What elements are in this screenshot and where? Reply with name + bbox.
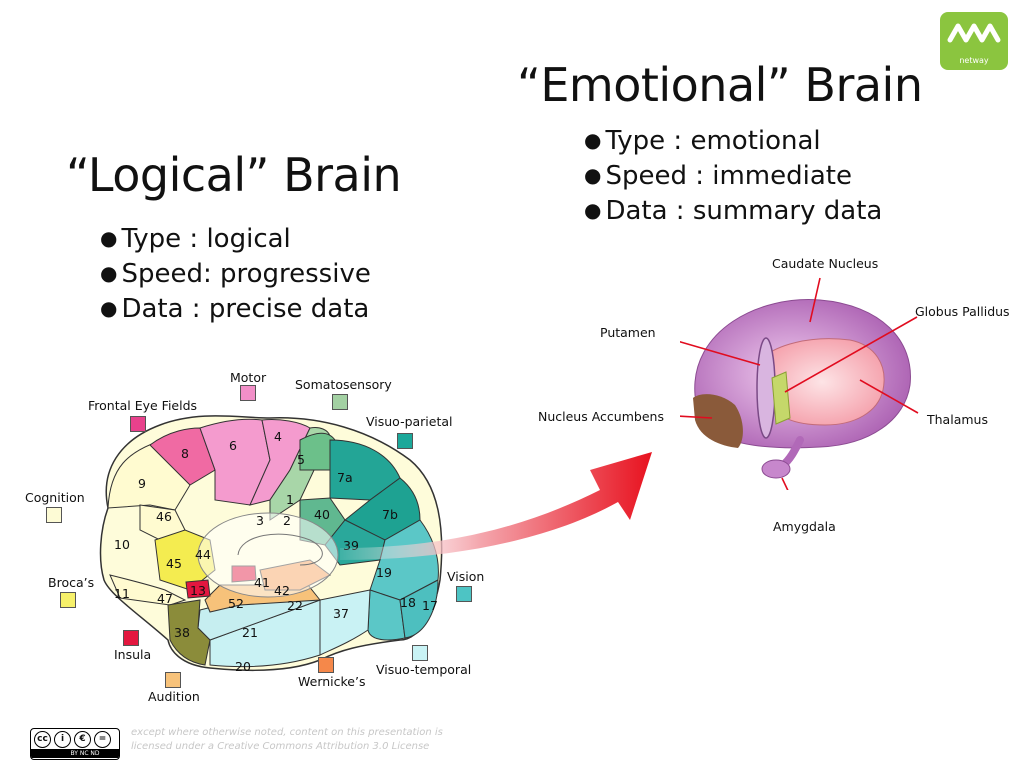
red-curved-arrow: [340, 452, 652, 560]
nucleus-accumbens-label: Nucleus Accumbens: [538, 409, 664, 424]
globus-pallidus: [771, 371, 791, 425]
area-38: 38: [174, 625, 190, 640]
legend-audition-swatch: [165, 672, 181, 688]
netway-logo: netway: [940, 12, 1008, 70]
emotional-bullets: Type : emotional Speed : immediate Data …: [584, 124, 882, 229]
logo-wave-icon: [947, 23, 1001, 43]
legend-somatosensory-swatch: [332, 394, 348, 410]
legend-frontal-eye-fields-swatch: [130, 416, 146, 432]
logical-type: Type : logical: [100, 222, 371, 257]
noncommercial-icon: €: [74, 730, 91, 748]
cc-icon: cc: [34, 730, 51, 748]
legend-cognition-label: Cognition: [25, 490, 85, 505]
logical-bullets: Type : logical Speed: progressive Data :…: [100, 222, 371, 327]
legend-brocas-swatch: [60, 592, 76, 608]
noderivatives-icon: =: [94, 730, 111, 748]
globus-pallidus-label: Globus Pallidus: [915, 304, 1010, 319]
area-6: 6: [229, 438, 237, 453]
legend-motor-swatch: [240, 385, 256, 401]
attribution-icon: i: [54, 730, 71, 748]
emotional-type: Type : emotional: [584, 124, 882, 159]
legend-visuo-temporal-swatch: [412, 645, 428, 661]
legend-vision-label: Vision: [447, 569, 485, 584]
limbic-highlight: [197, 512, 339, 598]
area-11: 11: [114, 586, 130, 601]
legend-brocas-label: Broca’s: [48, 575, 95, 590]
amygdala-label: Amygdala: [773, 519, 836, 534]
putamen-label: Putamen: [600, 325, 656, 340]
area-42: 42: [274, 583, 290, 598]
area-20: 20: [235, 659, 251, 674]
legend-frontal-eye-fields-label: Frontal Eye Fields: [88, 398, 198, 413]
logo-text: netway: [959, 56, 989, 65]
logical-brain-title: “Logical” Brain: [66, 148, 402, 202]
area-44: 44: [195, 547, 211, 562]
legend-insula-label: Insula: [114, 647, 152, 662]
legend-visuo-temporal-label: Visuo-temporal: [376, 662, 472, 677]
emotional-speed: Speed : immediate: [584, 159, 882, 194]
area-46: 46: [156, 509, 172, 524]
thalamus-label: Thalamus: [927, 412, 988, 427]
area-41: 41: [254, 575, 270, 590]
area-4: 4: [274, 429, 282, 444]
area-47: 47: [157, 591, 173, 606]
area-10: 10: [114, 537, 130, 552]
license-text: except where otherwise noted, content on…: [131, 727, 443, 752]
area-40: 40: [314, 507, 330, 522]
nucleus-accumbens: [693, 394, 743, 448]
legend-visuo-parietal-swatch: [397, 433, 413, 449]
area-1: 1: [286, 492, 294, 507]
area-37: 37: [333, 606, 349, 621]
area-52: 52: [228, 596, 244, 611]
logical-data: Data : precise data: [100, 292, 371, 327]
area-9: 9: [138, 476, 146, 491]
legend-somatosensory-label: Somatosensory: [295, 377, 392, 392]
legend-insula-swatch: [123, 630, 139, 646]
caudate-nucleus-label: Caudate Nucleus: [772, 256, 879, 271]
legend-wernickes-swatch: [318, 657, 334, 673]
legend-audition-label: Audition: [148, 689, 200, 704]
area-17: 17: [422, 598, 438, 613]
putamen: [756, 337, 776, 439]
cc-badge-terms: BY NC ND: [31, 749, 119, 758]
area-8: 8: [181, 446, 189, 461]
legend-motor-label: Motor: [230, 370, 267, 385]
cortex-diagram: [99, 415, 443, 672]
area-13: 13: [190, 583, 206, 598]
limbic-diagram: [680, 277, 919, 490]
emotional-brain-title: “Emotional” Brain: [517, 58, 923, 112]
area-21: 21: [242, 625, 258, 640]
legend-cognition-swatch: [46, 507, 62, 523]
area-18: 18: [400, 595, 416, 610]
area-3: 3: [256, 513, 264, 528]
area-7b: 7b: [382, 507, 398, 522]
area-5: 5: [297, 452, 305, 467]
logical-speed: Speed: progressive: [100, 257, 370, 292]
area-2: 2: [283, 513, 291, 528]
cc-license-badge[interactable]: cc i € = BY NC ND: [30, 728, 120, 760]
area-45: 45: [166, 556, 182, 571]
amygdala: [761, 459, 791, 479]
area-19: 19: [376, 565, 392, 580]
legend-visuo-parietal-label: Visuo-parietal: [366, 414, 453, 429]
area-22: 22: [287, 598, 303, 613]
legend-wernickes-label: Wernicke’s: [298, 674, 366, 689]
emotional-data: Data : summary data: [584, 194, 882, 229]
legend-vision-swatch: [456, 586, 472, 602]
area-7a: 7a: [337, 470, 353, 485]
